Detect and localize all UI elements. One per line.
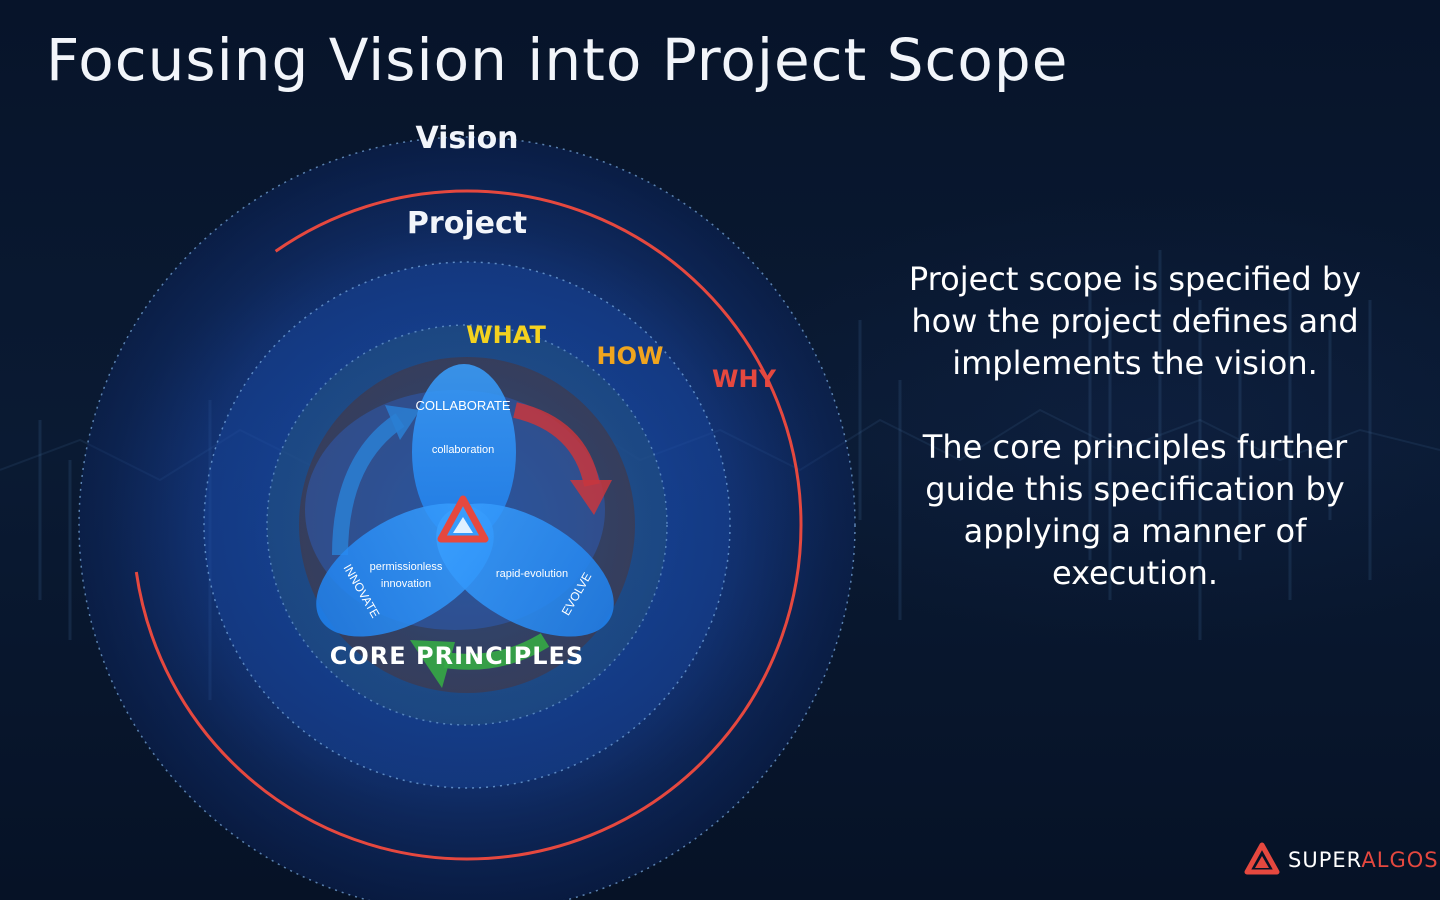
red-cycle-arrow xyxy=(513,402,600,487)
description-paragraph-1: Project scope is specified by how the pr… xyxy=(908,260,1362,382)
description-text: Project scope is specified by how the pr… xyxy=(900,258,1370,636)
green-cycle-arrow xyxy=(443,633,550,670)
petal-collaborate-title: COLLABORATE xyxy=(415,398,510,413)
description-paragraph-2: The core principles further guide this s… xyxy=(922,428,1348,592)
label-core-principles: CORE PRINCIPLES xyxy=(330,642,584,670)
superalgos-wordmark: SUPERALGOS xyxy=(1288,848,1439,872)
superalgos-logo: SUPERALGOS xyxy=(1244,840,1439,880)
slide-title: Focusing Vision into Project Scope xyxy=(46,26,1069,94)
petal-innovate-subtitle-line1: permissionless xyxy=(370,561,443,573)
superalgos-logo-icon xyxy=(1244,842,1280,875)
petal-collaborate-subtitle: collaboration xyxy=(432,444,494,456)
blue-cycle-arrow xyxy=(332,413,405,556)
green-arrow-head xyxy=(410,640,455,688)
red-arrow-head xyxy=(570,480,612,515)
petal-evolve-subtitle: rapid-evolution xyxy=(496,568,568,580)
blue-arrow-head xyxy=(385,405,420,440)
label-why: WHY xyxy=(712,365,777,393)
wordmark-super: SUPER xyxy=(1288,848,1362,872)
label-vision: Vision xyxy=(415,121,518,156)
petal-collaborate xyxy=(412,364,516,540)
wordmark-algos: ALGOS xyxy=(1361,848,1439,872)
label-how: HOW xyxy=(597,342,664,370)
project-ring xyxy=(131,189,803,861)
petal-innovate-subtitle-line2: innovation xyxy=(381,578,431,590)
label-project: Project xyxy=(407,206,527,241)
center-logo-icon xyxy=(437,495,489,543)
label-what: WHAT xyxy=(466,321,546,349)
